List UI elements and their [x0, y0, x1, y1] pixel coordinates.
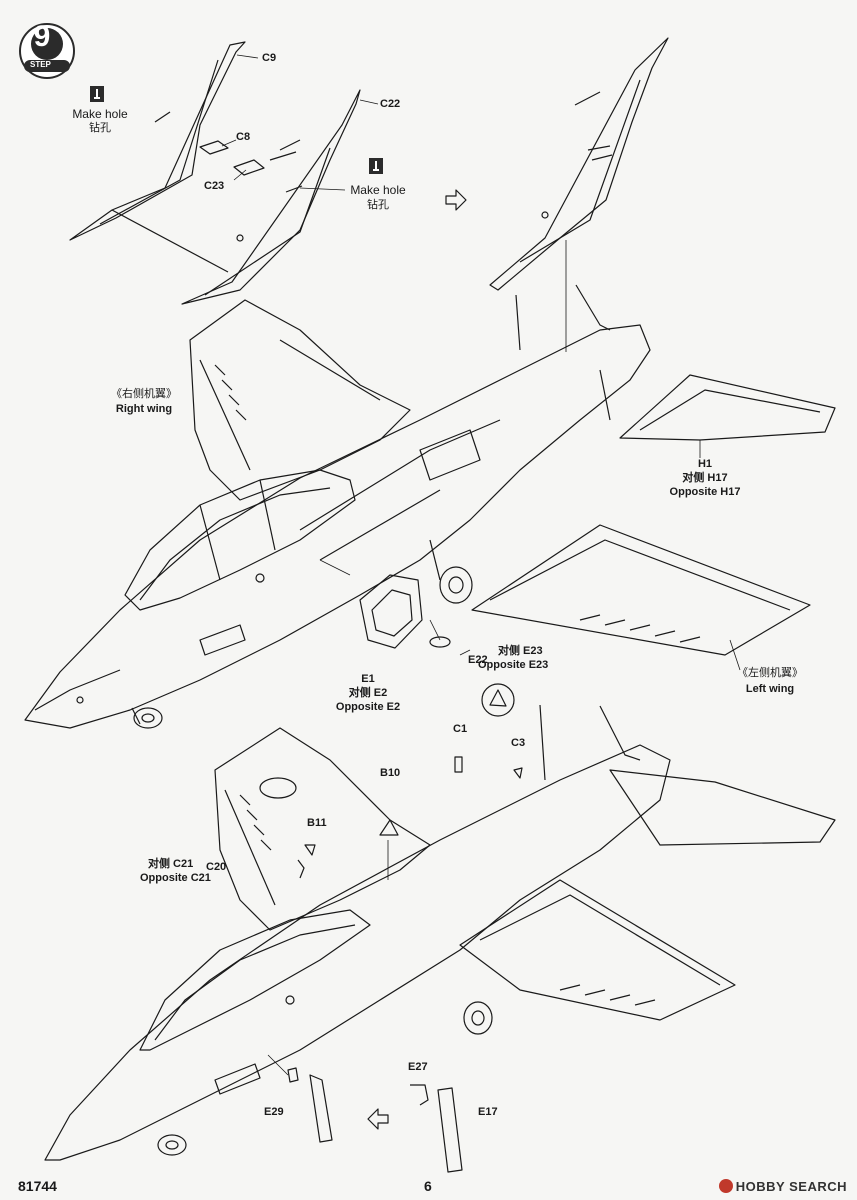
- part-label-e17: E17: [478, 1106, 498, 1118]
- opposite-label: Opposite H17: [669, 486, 741, 498]
- part-label-b10: B10: [380, 767, 401, 779]
- right-wing-label-zh: 《右侧机翼》: [111, 388, 177, 400]
- make-hole-label: Make hole: [72, 107, 128, 121]
- vertical-fin-left-half: [69, 41, 246, 273]
- opposite-label: Opposite E23: [478, 659, 549, 671]
- part-label-c3: C3: [511, 737, 526, 749]
- part-label-b11: B11: [307, 817, 327, 829]
- vertical-fin-right-half: [181, 89, 361, 305]
- back-arrow-icon: [367, 1108, 389, 1130]
- page-number: 6: [424, 1178, 432, 1194]
- make-hole-label: Make hole: [350, 183, 406, 197]
- part-label-c20: C20: [206, 861, 227, 873]
- brand-logo-icon: [718, 1179, 733, 1193]
- kit-number: 81744: [18, 1178, 57, 1194]
- part-c1: [454, 756, 463, 773]
- opposite-label-zh: 对侧 E2: [348, 687, 388, 699]
- part-label-h1: H1: [697, 458, 713, 470]
- aircraft-upper-view: [24, 284, 651, 729]
- left-wing-label-zh: 《左侧机翼》: [737, 667, 803, 679]
- make-hole-label-zh: 钻孔: [367, 199, 389, 211]
- step-word: STEP: [30, 60, 51, 69]
- drill-icon: [369, 158, 383, 174]
- left-wing-exploded: [471, 374, 836, 671]
- part-label-e27: E27: [408, 1061, 428, 1073]
- part-e27: [410, 1084, 429, 1106]
- opposite-label-zh: 对侧 H17: [682, 472, 728, 484]
- part-label-c8: C8: [236, 131, 251, 143]
- opposite-label-zh: 对侧 C21: [148, 858, 194, 870]
- part-label-e29: E29: [264, 1106, 284, 1118]
- watermark-text: HOBBY SEARCH: [735, 1179, 847, 1194]
- make-hole-label-zh: 钻孔: [89, 122, 111, 134]
- part-label-c22: C22: [380, 98, 401, 110]
- part-c23-plate: [233, 159, 265, 176]
- opposite-label-zh: 对侧 E23: [498, 645, 543, 657]
- right-wing-label: Right wing: [115, 403, 173, 415]
- part-label-c9: C9: [262, 52, 277, 64]
- watermark: HOBBY SEARCH: [718, 1179, 847, 1194]
- next-arrow-icon: [445, 189, 467, 211]
- left-wing-label: Left wing: [745, 683, 795, 695]
- part-label-e22: E22: [468, 654, 488, 666]
- part-label-c23: C23: [204, 180, 225, 192]
- opposite-label: Opposite C21: [140, 872, 211, 884]
- opposite-label: Opposite E2: [335, 701, 401, 713]
- part-e17: [437, 1087, 463, 1173]
- part-label-c1: C1: [453, 723, 468, 735]
- step-badge-icon: [19, 23, 75, 79]
- drill-icon: [90, 86, 104, 102]
- part-c8-plate: [199, 140, 229, 155]
- step-number: 9: [33, 20, 51, 53]
- part-c3: [513, 767, 523, 779]
- aircraft-lower-view: [44, 704, 836, 1161]
- vertical-fin-assembled: [489, 37, 669, 352]
- part-c3-detail-circle: [481, 683, 515, 717]
- part-label-e1: E1: [361, 673, 375, 685]
